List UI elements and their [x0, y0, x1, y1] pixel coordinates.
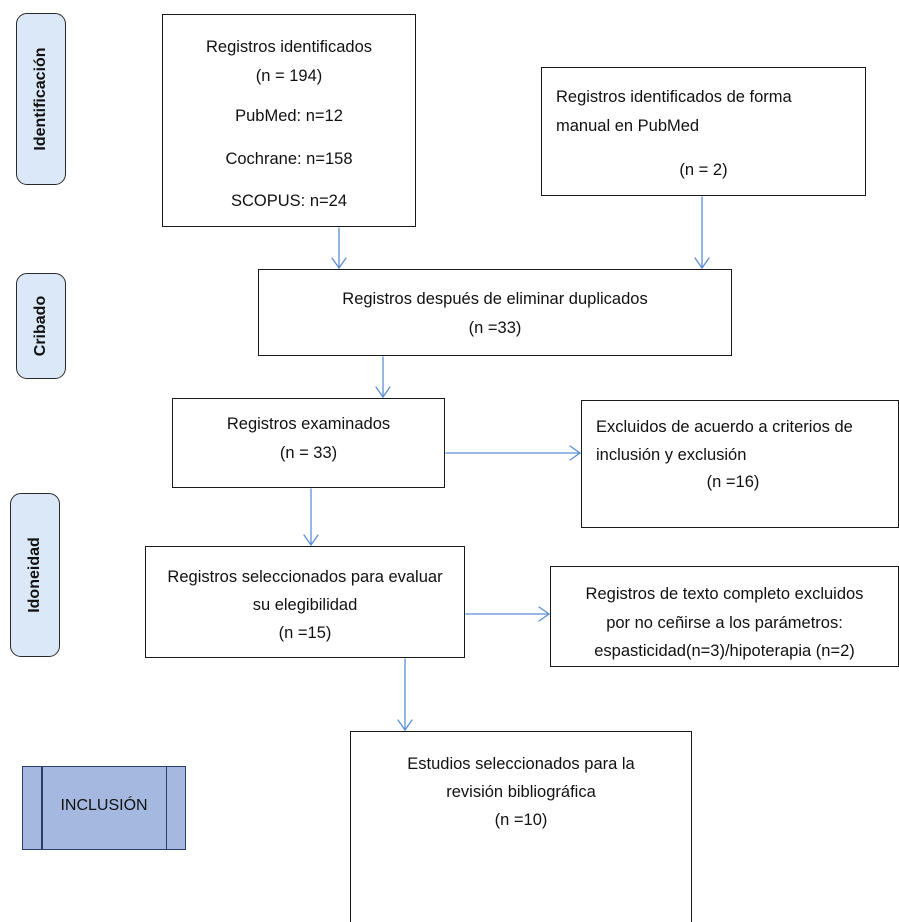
box-included-studies: Estudios seleccionados para la revisión …	[350, 731, 692, 922]
inclusion-right-bar	[165, 767, 167, 849]
arrow-deduplicated-to-screened	[375, 356, 391, 399]
included-line2: revisión bibliográfica	[446, 783, 596, 801]
excluded-criteria-count: (n =16)	[706, 473, 760, 491]
eligibility-count: (n =15)	[278, 624, 332, 642]
eligibility-line1: Registros seleccionados para evaluar	[167, 568, 443, 586]
box-excluded-fulltext: Registros de texto completo excluidos po…	[550, 566, 899, 667]
box-identified-records: Registros identificados (n = 194) PubMed…	[162, 14, 416, 227]
excluded-criteria-line2: inclusión y exclusión	[596, 446, 747, 464]
inclusion-left-bar	[41, 767, 43, 849]
box-excluded-criteria: Excluidos de acuerdo a criterios de incl…	[581, 400, 899, 528]
excluded-fulltext-line3: espasticidad(n=3)/hipoterapia (n=2)	[594, 642, 855, 660]
excluded-fulltext-line2: por no ceñirse a los parámetros:	[606, 614, 843, 632]
arrow-screened-to-excluded	[445, 445, 582, 461]
stage-inclusion-label: INCLUSIÓN	[60, 797, 148, 814]
stage-cribado: Cribado	[16, 273, 66, 379]
stage-identificacion: Identificación	[16, 13, 66, 185]
identified-scopus: SCOPUS: n=24	[230, 192, 347, 210]
box-deduplicated: Registros después de eliminar duplicados…	[258, 269, 732, 356]
manual-line1: Registros identificados de forma	[556, 88, 792, 106]
deduplicated-count: (n =33)	[468, 319, 522, 337]
deduplicated-title: Registros después de eliminar duplicados	[342, 290, 648, 308]
box-eligibility: Registros seleccionados para evaluar su …	[145, 546, 465, 658]
stage-idoneidad: Idoneidad	[10, 493, 60, 657]
manual-line2: manual en PubMed	[556, 117, 700, 135]
box-screened: Registros examinados (n = 33)	[172, 398, 445, 488]
excluded-criteria-line1: Excluidos de acuerdo a criterios de	[596, 418, 853, 436]
arrow-manual-to-deduplicated	[694, 196, 710, 270]
identified-pubmed: PubMed: n=12	[235, 107, 343, 125]
excluded-fulltext-line1: Registros de texto completo excluidos	[585, 585, 864, 603]
arrow-eligibility-to-included	[397, 658, 413, 732]
arrow-eligibility-to-fulltext-excluded	[465, 606, 551, 622]
arrow-identified-to-deduplicated	[331, 227, 347, 270]
eligibility-line2: su elegibilidad	[252, 596, 358, 614]
screened-title: Registros examinados	[226, 415, 391, 433]
arrow-screened-to-eligibility	[303, 488, 319, 547]
manual-count: (n = 2)	[679, 161, 728, 179]
identified-title: Registros identificados	[206, 38, 372, 56]
box-manual-records: Registros identificados de forma manual …	[541, 67, 866, 196]
included-count: (n =10)	[494, 811, 548, 829]
identified-count: (n = 194)	[255, 67, 323, 85]
screened-count: (n = 33)	[279, 444, 338, 462]
included-line1: Estudios seleccionados para la	[407, 755, 635, 773]
stage-inclusion: INCLUSIÓN	[22, 766, 186, 850]
identified-cochrane: Cochrane: n=158	[225, 150, 353, 168]
